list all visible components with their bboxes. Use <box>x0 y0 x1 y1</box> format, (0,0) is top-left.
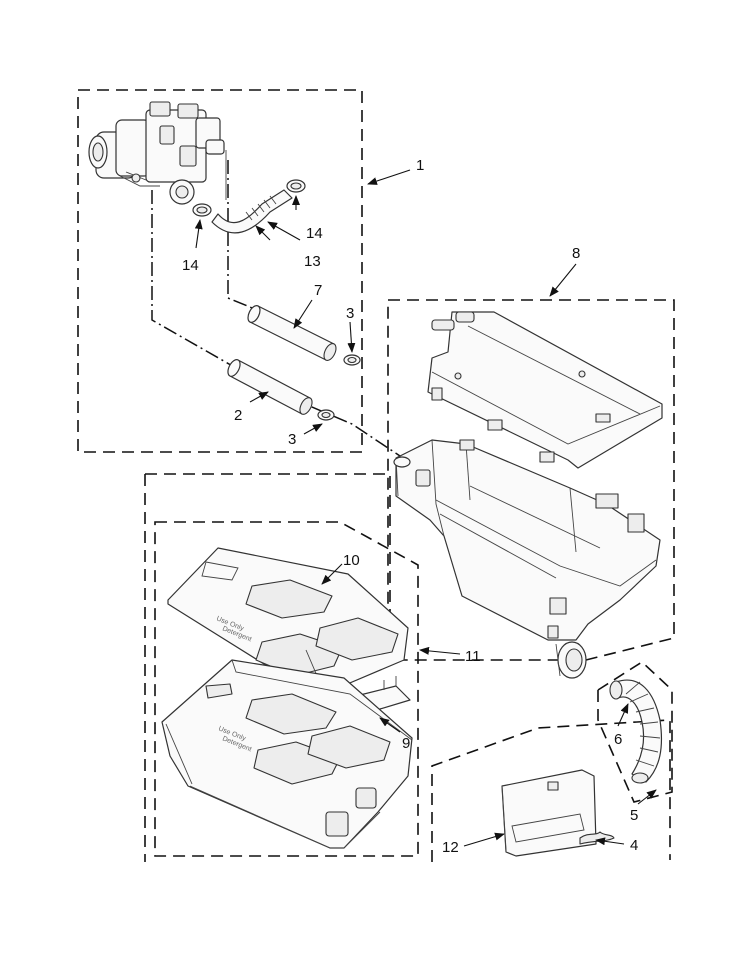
callout-2: 2 <box>234 407 242 424</box>
callout-7: 7 <box>314 282 322 299</box>
callout-10: 10 <box>343 552 360 569</box>
hose-route-line-2 <box>151 190 401 457</box>
callout-5: 5 <box>630 807 638 824</box>
callout-8: 8 <box>572 245 580 262</box>
callout-9: 9 <box>402 735 410 752</box>
hose-13 <box>211 150 293 234</box>
callout-11: 11 <box>465 648 481 665</box>
group-8-boundary <box>387 299 675 661</box>
drawer-handle-12 <box>501 769 597 857</box>
callout-4: 4 <box>630 837 638 854</box>
group-1-boundary <box>77 89 363 453</box>
dispenser-cover-10: Use Only Detergent <box>167 547 409 695</box>
callout-14-left: 14 <box>182 257 199 274</box>
dispenser-housing-tub <box>393 439 661 641</box>
callout-3-upper: 3 <box>346 305 354 322</box>
dispenser-outlet-spout <box>555 641 587 679</box>
group-11-boundary <box>144 473 391 862</box>
clamp-14-left <box>192 203 212 217</box>
hose-7 <box>247 305 337 361</box>
callout-3-lower: 3 <box>288 431 296 448</box>
callout-13: 13 <box>304 253 321 270</box>
water-valve-assembly <box>88 101 225 205</box>
callout-14-right: 14 <box>306 225 323 242</box>
clamp-14-right <box>286 179 306 193</box>
bellows-hose-6 <box>609 679 663 784</box>
clamp-3-upper <box>343 354 361 366</box>
callout-12: 12 <box>442 839 459 856</box>
hose-2 <box>227 359 313 415</box>
dispenser-housing-lid <box>427 311 663 469</box>
group-12-boundary <box>431 719 671 862</box>
group-11-inner-boundary <box>154 521 419 857</box>
leader-lines <box>194 169 657 847</box>
callout-6: 6 <box>614 731 622 748</box>
dispenser-drawer-11: Use Only Detergent <box>161 659 413 849</box>
callout-1: 1 <box>416 157 424 174</box>
group-5-boundary <box>597 660 673 803</box>
clamp-3-lower <box>317 409 335 421</box>
